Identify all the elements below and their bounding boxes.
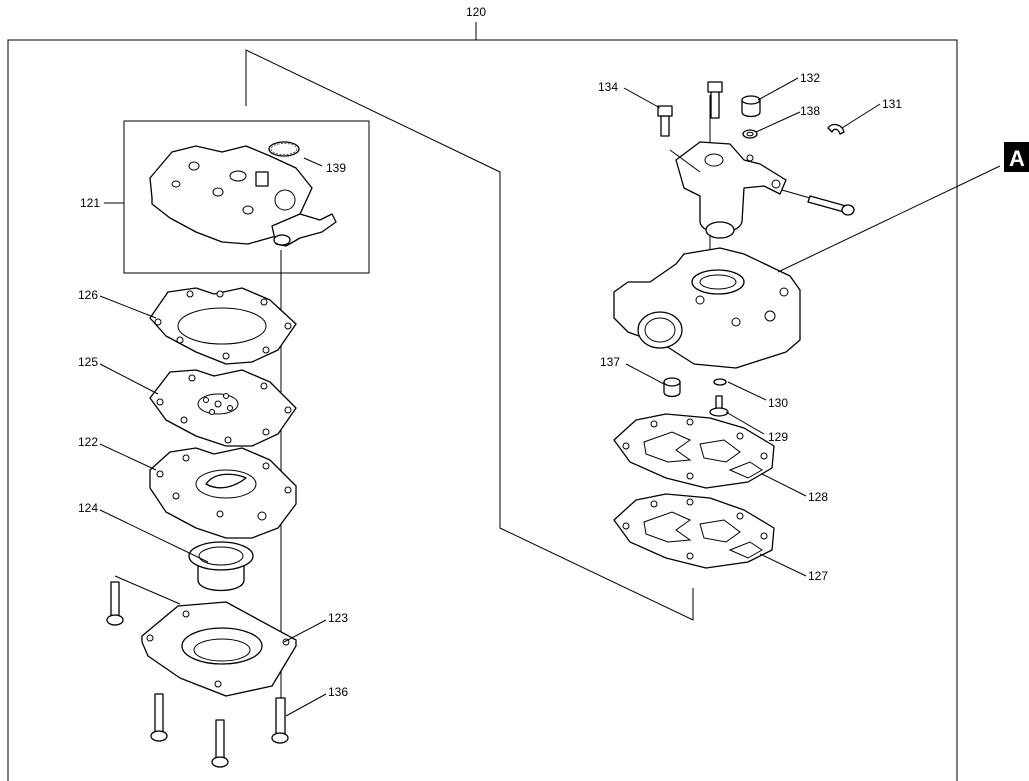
pump-body-122 xyxy=(149,447,297,539)
gasket-128 xyxy=(613,413,775,489)
assembly-frame xyxy=(7,22,958,781)
cover-screws xyxy=(106,575,229,768)
label-138: 138 xyxy=(800,104,820,118)
diaphragm-125 xyxy=(149,369,297,447)
label-123: 123 xyxy=(328,611,348,625)
label-139: 139 xyxy=(326,161,346,175)
label-128: 128 xyxy=(808,490,828,504)
o-ring-130 xyxy=(713,378,727,386)
side-screw xyxy=(807,195,855,216)
reference-marker-label: A xyxy=(1009,146,1025,171)
reference-marker: A xyxy=(1004,142,1029,172)
label-130: 130 xyxy=(768,396,788,410)
screw-136 xyxy=(271,697,289,744)
leader-lines xyxy=(99,77,1001,717)
needle-129 xyxy=(709,395,729,417)
label-129: 129 xyxy=(768,430,788,444)
gasket-126 xyxy=(149,287,297,365)
carburetor-body xyxy=(613,247,801,369)
section-outline xyxy=(245,49,694,621)
pump-cover xyxy=(149,145,337,247)
label-126: 126 xyxy=(78,288,98,302)
inset-box xyxy=(123,120,370,274)
label-124: 124 xyxy=(78,501,98,515)
label-137: 137 xyxy=(600,355,620,369)
filter-screen xyxy=(268,141,300,157)
label-132: 132 xyxy=(800,71,820,85)
label-125: 125 xyxy=(78,355,98,369)
washer-138 xyxy=(742,129,758,139)
throttle-lever-assembly xyxy=(675,141,787,239)
cover-plate-123 xyxy=(141,601,297,697)
label-134: 134 xyxy=(598,80,618,94)
screw-134 xyxy=(657,105,673,137)
clip-131 xyxy=(827,123,845,135)
label-127: 127 xyxy=(808,569,828,583)
plug-137 xyxy=(663,377,681,398)
cap-132 xyxy=(741,95,761,118)
label-122: 122 xyxy=(78,435,98,449)
label-131: 131 xyxy=(882,97,902,111)
label-120: 120 xyxy=(466,5,486,19)
label-136: 136 xyxy=(328,685,348,699)
metering-cup-124 xyxy=(188,541,254,592)
label-121: 121 xyxy=(80,196,100,210)
gasket-127 xyxy=(613,493,775,569)
center-screw xyxy=(707,81,723,119)
